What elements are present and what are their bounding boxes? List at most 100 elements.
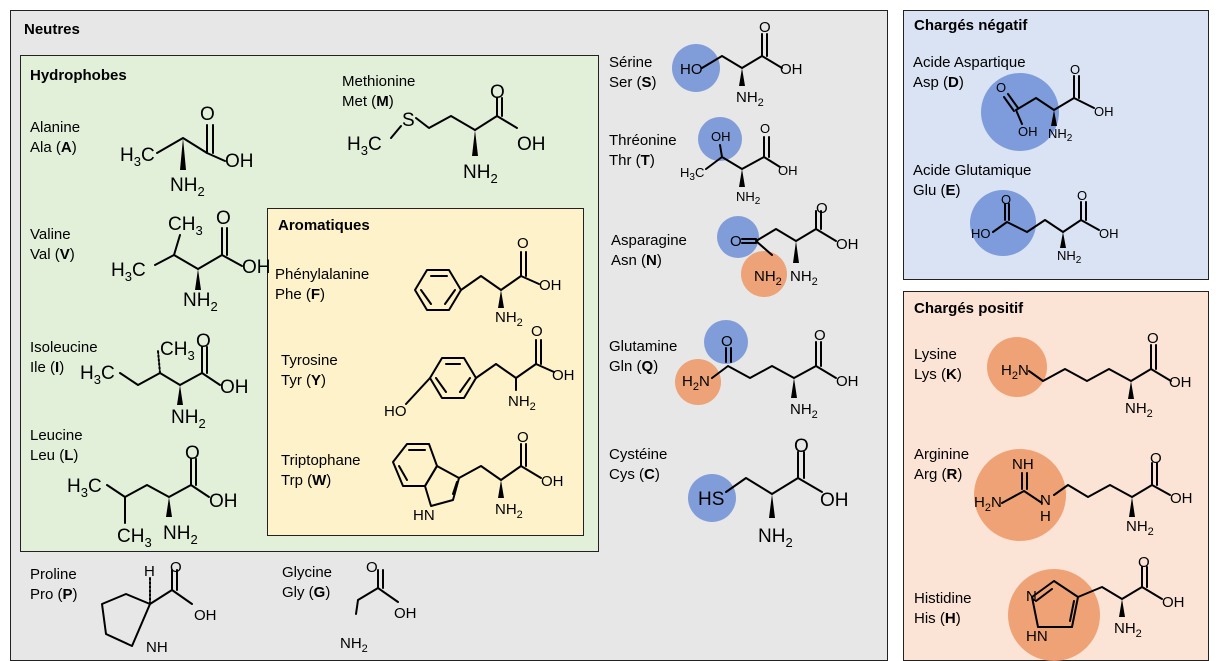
svg-text:OH: OH <box>517 134 546 155</box>
asparagine-carbonyl-highlight <box>717 216 759 258</box>
glu-code: E <box>945 182 956 199</box>
gln-abbr: Gln <box>609 358 633 375</box>
tyr-name: Tyrosine <box>281 352 338 369</box>
svg-text:NH2: NH2 <box>1126 518 1154 538</box>
svg-text:O: O <box>185 443 200 464</box>
threonine-structure: OH H3C O OH NH2 <box>680 117 798 207</box>
lys-label: Lysine Lys (K) <box>914 346 962 383</box>
cys-label: Cystéine Cys (C) <box>609 446 668 483</box>
svg-text:NH2: NH2 <box>790 268 818 288</box>
ser-abbr: Ser <box>609 74 633 91</box>
svg-text:OH: OH <box>780 61 803 78</box>
svg-text:OH: OH <box>836 236 859 253</box>
svg-text:OH: OH <box>209 491 238 512</box>
svg-text:S: S <box>402 110 415 131</box>
svg-text:OH: OH <box>1170 490 1193 507</box>
svg-text:NH2: NH2 <box>495 309 523 329</box>
methionine-structure: H3C S O OH NH2 <box>347 82 546 186</box>
gly-name: Glycine <box>282 564 333 581</box>
svg-text:H: H <box>1040 508 1051 525</box>
thr-name: Thréonine <box>609 132 677 149</box>
svg-text:O: O <box>721 333 733 350</box>
tryptophan-structure: HN O OH NH2 <box>392 429 564 524</box>
svg-text:NH2: NH2 <box>1057 248 1082 266</box>
svg-text:NH2: NH2 <box>508 393 536 413</box>
cysteine-structure: HS O OH NH2 <box>688 436 849 550</box>
svg-text:OH: OH <box>1162 594 1185 611</box>
svg-text:O: O <box>1138 554 1150 571</box>
glutamine-carbonyl-highlight <box>704 320 748 364</box>
glutamate-carboxyl-highlight <box>970 190 1036 256</box>
svg-text:OH: OH <box>539 277 562 294</box>
svg-text:NH2: NH2 <box>736 89 764 109</box>
svg-text:NH2: NH2 <box>340 635 368 655</box>
svg-text:O: O <box>816 200 828 217</box>
svg-text:H3C: H3C <box>80 363 115 387</box>
svg-text:NH2: NH2 <box>1125 400 1153 420</box>
leucine-structure: H3C O OH CH3 NH2 <box>67 443 238 550</box>
lysine-structure: H2N O OH NH2 <box>987 330 1192 420</box>
leu-name: Leucine <box>30 427 83 444</box>
val-label: Valine Val (V) <box>30 226 75 263</box>
svg-text:O: O <box>1150 450 1162 467</box>
cys-name: Cystéine <box>609 446 668 463</box>
svg-text:H3C: H3C <box>67 476 102 500</box>
svg-text:H2N: H2N <box>974 494 1002 514</box>
svg-text:O: O <box>216 208 231 229</box>
svg-text:N: N <box>1040 492 1051 509</box>
svg-text:OH: OH <box>1094 104 1114 119</box>
hydrophobic-title: Hydrophobes <box>30 67 127 84</box>
negative-title: Chargés négatif <box>914 17 1028 34</box>
gly-code: G <box>313 584 326 601</box>
svg-text:NH2: NH2 <box>463 162 498 186</box>
svg-text:O: O <box>170 559 182 576</box>
gln-label: Glutamine Gln (Q) <box>609 338 678 375</box>
isoleucine-structure: CH3 H3C O OH NH2 <box>80 331 249 431</box>
threonine-hydroxyl-highlight <box>698 117 742 161</box>
svg-text:OH: OH <box>541 473 564 490</box>
ala-name: Alanine <box>30 119 81 136</box>
svg-text:O: O <box>1147 330 1159 347</box>
svg-text:CH3: CH3 <box>168 214 203 238</box>
leu-code: L <box>64 447 74 464</box>
ser-label: Sérine Ser (S) <box>609 54 657 91</box>
svg-text:NH2: NH2 <box>495 501 523 521</box>
svg-text:O: O <box>196 331 211 352</box>
svg-text:O: O <box>366 559 378 576</box>
asp-abbr: Asp <box>913 74 939 91</box>
asp-label: Acide Aspartique Asp (D) <box>913 54 1026 91</box>
aspartic-acid-structure: O OH O OH NH2 <box>981 62 1114 151</box>
ser-name: Sérine <box>609 54 653 71</box>
aromatic-title: Aromatiques <box>278 217 370 234</box>
svg-text:NH2: NH2 <box>171 407 206 431</box>
asp-name: Acide Aspartique <box>913 54 1026 71</box>
asparagine-amide-highlight <box>741 251 787 297</box>
svg-text:H3C: H3C <box>680 165 704 183</box>
asn-name: Asparagine <box>611 232 687 249</box>
his-abbr: His <box>914 610 936 627</box>
thr-code: T <box>640 152 650 169</box>
phe-name: Phénylalanine <box>275 266 370 283</box>
pro-code: P <box>62 586 73 603</box>
svg-text:H3C: H3C <box>111 260 146 284</box>
valine-structure: CH3 H3C O OH NH2 <box>111 208 271 314</box>
alanine-structure: H3C O OH NH2 <box>120 104 254 199</box>
svg-text:H: H <box>144 563 155 580</box>
svg-text:OH: OH <box>1169 374 1192 391</box>
leu-label: Leucine Leu (L) <box>30 427 83 464</box>
lys-name: Lysine <box>914 346 957 363</box>
asparagine-structure: O O OH NH2 NH2 <box>717 200 859 297</box>
svg-text:OH: OH <box>820 490 849 511</box>
lys-abbr: Lys <box>914 366 937 383</box>
svg-text:HO: HO <box>680 61 703 78</box>
met-code: M <box>376 93 389 110</box>
svg-text:O: O <box>730 233 742 250</box>
neutral-title: Neutres <box>24 21 80 38</box>
svg-text:HO: HO <box>384 403 407 420</box>
svg-text:OH: OH <box>1018 124 1038 139</box>
ala-label: Alanine Ala (A) <box>30 119 81 156</box>
svg-text:NH2: NH2 <box>170 175 205 199</box>
svg-text:H2N: H2N <box>1001 362 1029 382</box>
glycine-structure: O OH NH2 <box>340 559 417 655</box>
met-name: Methionine <box>342 73 416 90</box>
